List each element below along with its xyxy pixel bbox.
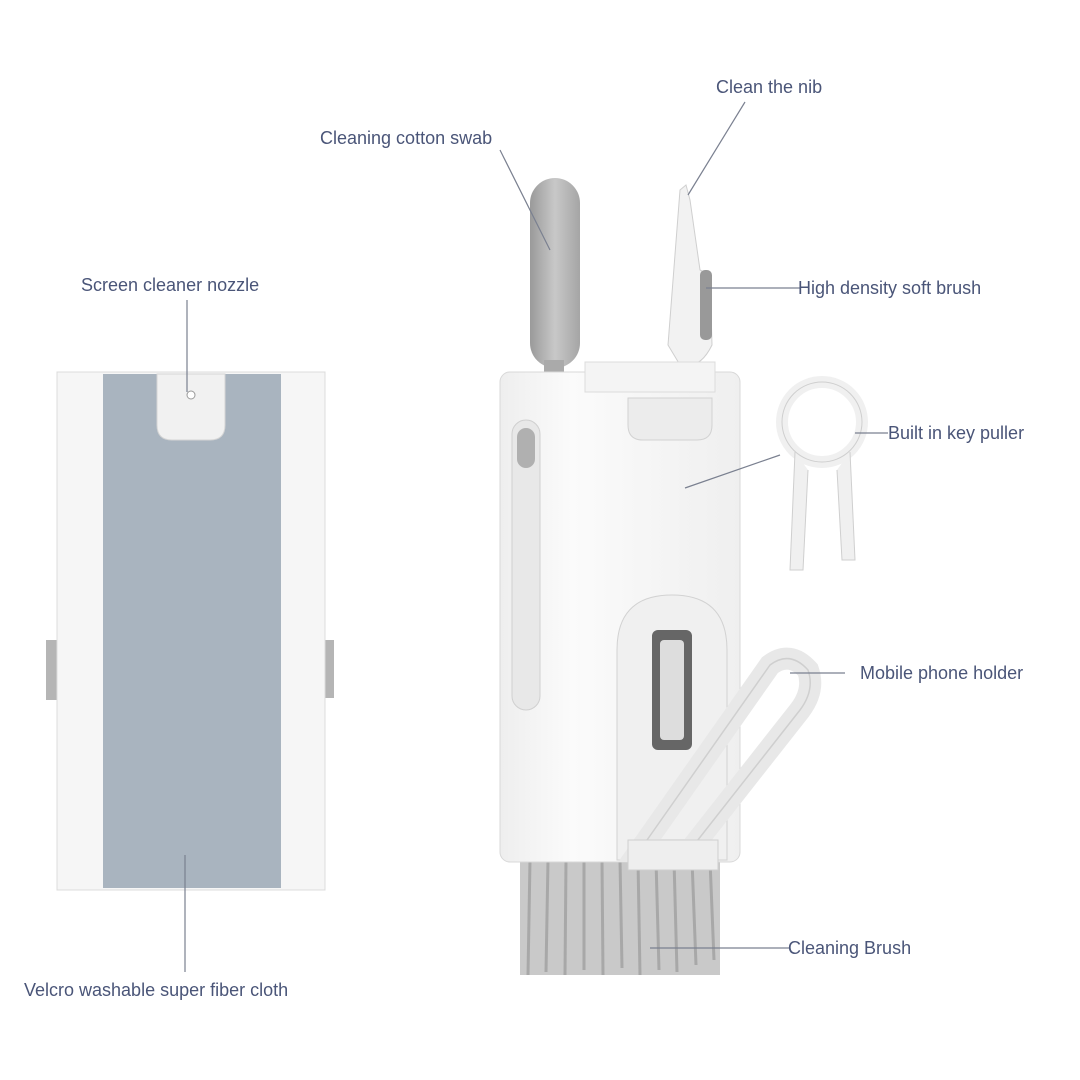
label-cotton-swab: Cleaning cotton swab <box>320 128 493 148</box>
fiber-cloth-panel <box>103 374 281 888</box>
label-cleaning-brush: Cleaning Brush <box>788 938 912 958</box>
key-puller <box>776 376 868 571</box>
label-soft-brush: High density soft brush <box>798 278 982 298</box>
side-slider <box>511 419 541 711</box>
cotton-swab <box>530 178 580 368</box>
label-phone-holder: Mobile phone holder <box>860 663 1024 683</box>
soft-brush-tip <box>700 270 712 340</box>
leader-lines <box>184 101 888 972</box>
label-key-puller: Built in key puller <box>888 423 1025 443</box>
side-tab-left <box>46 640 58 700</box>
screen-cleaner-device <box>46 371 334 891</box>
nozzle-hole <box>186 390 196 400</box>
label-clean-nib: Clean the nib <box>716 77 823 97</box>
label-nozzle: Screen cleaner nozzle <box>81 275 260 295</box>
nozzle-cap <box>156 373 226 441</box>
label-cloth: Velcro washable super fiber cloth <box>24 980 289 1000</box>
cleaning-brush-bristles <box>520 850 720 976</box>
side-tab-right <box>324 640 334 698</box>
multi-tool-device <box>499 178 822 976</box>
